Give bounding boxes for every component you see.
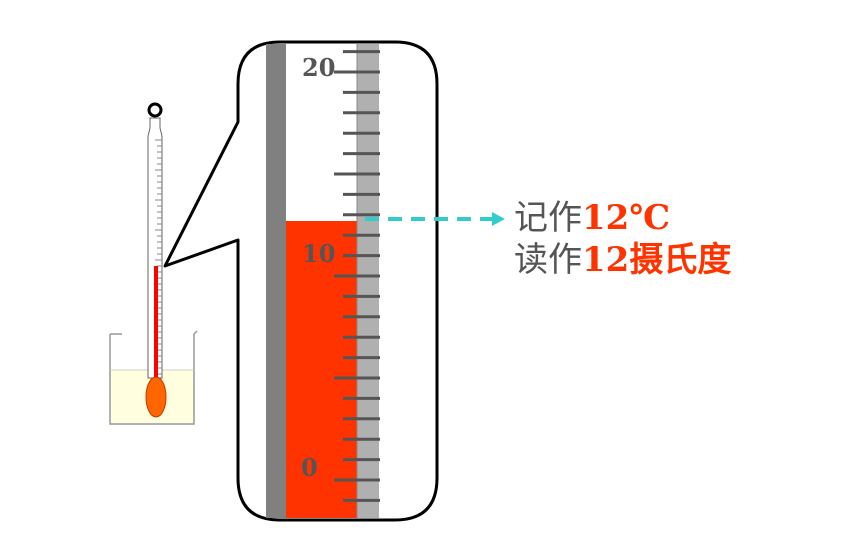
beaker-outline bbox=[109, 330, 198, 425]
thermometer-bulb bbox=[145, 376, 167, 418]
small-thermometer-assembly bbox=[109, 102, 198, 425]
small-thermometer-ticks bbox=[155, 139, 162, 375]
right-arrow-icon bbox=[492, 212, 505, 226]
reading-line-write: 记作12℃ bbox=[514, 198, 670, 238]
small-thermometer-glass bbox=[147, 117, 163, 379]
thermometer-ring-icon bbox=[147, 102, 163, 118]
read-value: 12摄氏度 bbox=[582, 240, 732, 280]
magnified-liquid-column bbox=[286, 221, 357, 518]
reading-line-read: 读作12摄氏度 bbox=[514, 240, 731, 280]
small-thermometer-liquid bbox=[154, 266, 158, 382]
reading-arrow bbox=[365, 212, 505, 226]
scale-label-10: 10 bbox=[302, 239, 335, 268]
read-prefix: 读作 bbox=[514, 240, 582, 280]
magnified-scale-ticks bbox=[334, 50, 380, 502]
tube-glass-edge bbox=[266, 44, 286, 518]
scale-bar bbox=[357, 44, 379, 518]
write-value: 12℃ bbox=[582, 198, 671, 238]
magnified-callout: 20 10 0 bbox=[163, 40, 439, 522]
write-prefix: 记作 bbox=[514, 198, 582, 238]
scale-label-0: 0 bbox=[301, 453, 318, 482]
scale-label-20: 20 bbox=[302, 53, 335, 82]
